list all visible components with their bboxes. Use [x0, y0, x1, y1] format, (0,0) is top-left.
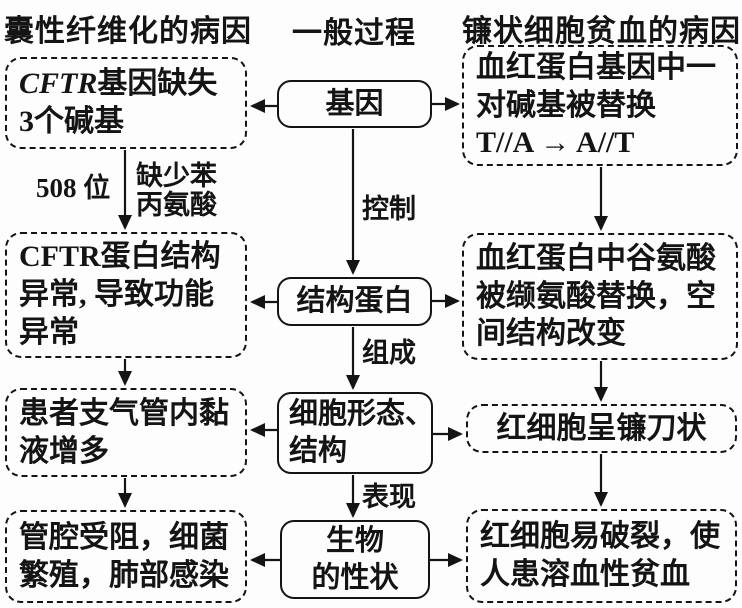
box-line: 红细胞呈镰刀状 — [496, 411, 707, 445]
box-line: CFTR基因缺失 — [19, 67, 218, 101]
box-line: 异常 — [19, 315, 79, 349]
box-line: 人患溶血性贫血 — [480, 558, 690, 591]
box-line: 基因 — [325, 87, 384, 120]
box-line: 血红蛋白中谷氨酸 — [476, 241, 716, 275]
label-express: 表现 — [362, 482, 416, 512]
label-missing-phenylalanine: 缺少苯 丙氨酸 — [136, 161, 217, 221]
box-line: 红细胞易破裂，使 — [480, 520, 720, 554]
box-gene: 基因 — [277, 80, 432, 128]
box-structural-protein: 结构蛋白 — [277, 277, 432, 326]
box-line: 异常, 导致功能 — [19, 278, 214, 312]
box-line: 管腔受阻，细菌 — [19, 520, 229, 554]
cftr-gene-symbol: CFTR — [19, 67, 98, 101]
label-control: 控制 — [362, 194, 416, 224]
title-general-process: 一般过程 — [292, 17, 416, 50]
box-hemoglobin-base-substitution: 血红蛋白基因中一 对碱基被替换 T//A → A//T — [462, 45, 738, 166]
box-cell-form-structure: 细胞形态、 结构 — [277, 392, 435, 474]
box-glutamate-valine-substitution: 血红蛋白中谷氨酸 被缬氨酸替换，空 间结构改变 — [462, 233, 738, 360]
box-bronchial-mucus: 患者支气管内黏 液增多 — [5, 388, 247, 477]
box-line: 的性状 — [311, 561, 399, 594]
title-sickle-cell-cause: 镰状细胞贫血的病因 — [462, 15, 741, 48]
box-line: 繁殖，肺部感染 — [19, 558, 229, 592]
box-line: 患者支气管内黏 — [19, 396, 229, 430]
box-line: 血红蛋白基因中一 — [476, 50, 716, 84]
box-line: 3个碱基 — [19, 105, 124, 138]
box-organism-traits: 生物 的性状 — [280, 520, 430, 599]
box-line: 结构 — [289, 435, 348, 467]
box-line: CFTR蛋白结构 — [19, 240, 221, 274]
box-line: 对碱基被替换 — [476, 88, 656, 122]
box-hemolytic-anemia: 红细胞易破裂，使 人患溶血性贫血 — [466, 509, 737, 603]
box-cftr-protein-abnormal: CFTR蛋白结构 异常, 导致功能 异常 — [5, 232, 247, 358]
title-cystic-fibrosis-cause: 囊性纤维化的病因 — [4, 15, 252, 48]
box-line: 被缬氨酸替换，空 — [476, 279, 716, 313]
box-line: 液增多 — [19, 434, 109, 468]
box-lung-infection: 管腔受阻，细菌 繁殖，肺部感染 — [5, 510, 247, 603]
box-cftr-gene-deletion: CFTR基因缺失 3个碱基 — [5, 57, 247, 149]
box-line: 结构蛋白 — [296, 285, 413, 318]
box-line: 生物 — [325, 524, 384, 557]
label-position-508: 508 位 — [36, 173, 111, 203]
label-compose: 组成 — [362, 338, 416, 368]
box-line: 间结构改变 — [476, 317, 626, 351]
box-line: T//A → A//T — [476, 126, 635, 160]
box-sickle-shaped-cells: 红细胞呈镰刀状 — [466, 404, 737, 453]
box-line: 细胞形态、 — [289, 398, 435, 431]
